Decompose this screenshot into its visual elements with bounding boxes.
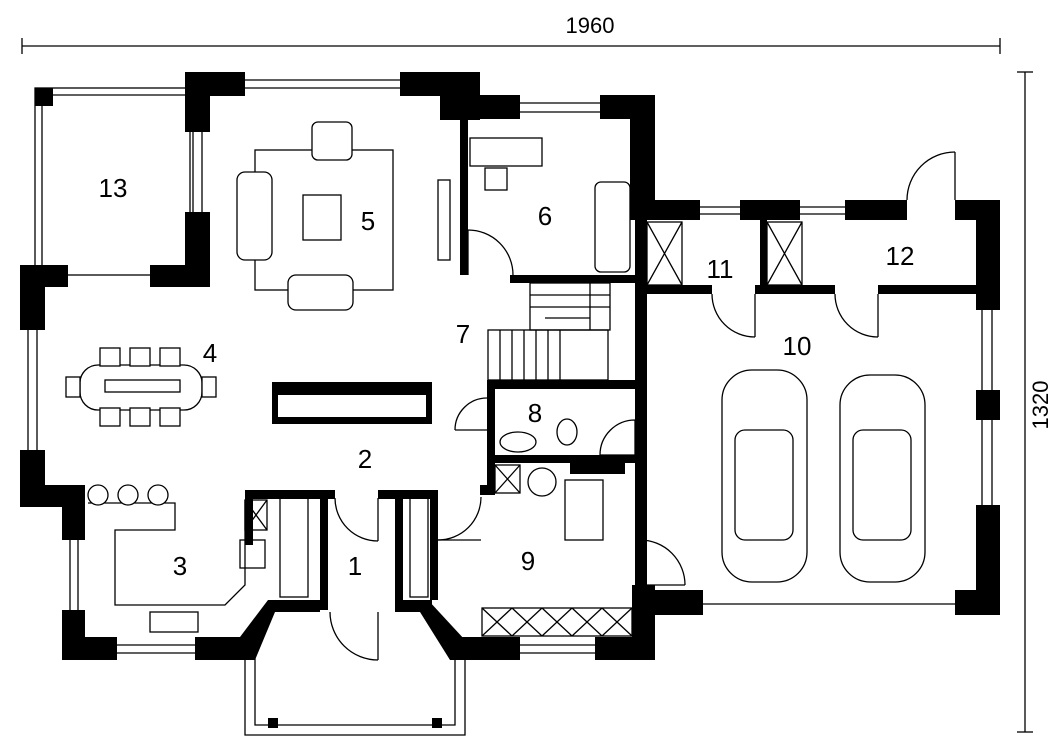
car-left bbox=[721, 369, 808, 583]
dining-table bbox=[65, 347, 217, 427]
room-label-9: 9 bbox=[521, 546, 535, 576]
room-label-4: 4 bbox=[203, 338, 217, 368]
depth-dimension: 1320 bbox=[1017, 71, 1053, 733]
kitchen bbox=[87, 484, 268, 633]
room-label-12: 12 bbox=[886, 241, 915, 271]
width-label: 1960 bbox=[566, 13, 615, 38]
staircase bbox=[487, 282, 611, 381]
doors bbox=[329, 151, 956, 661]
porch-outline bbox=[244, 655, 466, 736]
room-label-8: 8 bbox=[528, 398, 542, 428]
misc-furniture bbox=[469, 137, 636, 541]
room-label-10: 10 bbox=[783, 331, 812, 361]
terrace-outline bbox=[34, 87, 191, 276]
living-furniture bbox=[236, 121, 394, 311]
room-labels: 1 2 3 4 5 6 7 8 9 10 11 12 13 bbox=[99, 173, 915, 581]
room-label-11: 11 bbox=[707, 254, 734, 284]
room-label-5: 5 bbox=[361, 206, 375, 236]
room-label-1: 1 bbox=[348, 551, 362, 581]
room-label-13: 13 bbox=[99, 173, 128, 203]
width-dimension: 1960 bbox=[21, 13, 1001, 54]
room-label-3: 3 bbox=[173, 551, 187, 581]
car-right bbox=[839, 374, 926, 583]
walls bbox=[20, 72, 1000, 660]
depth-label: 1320 bbox=[1028, 381, 1053, 430]
built-in-furniture bbox=[272, 179, 803, 637]
room-label-2: 2 bbox=[358, 444, 372, 474]
room-label-6: 6 bbox=[538, 201, 552, 231]
room-label-7: 7 bbox=[456, 319, 470, 349]
